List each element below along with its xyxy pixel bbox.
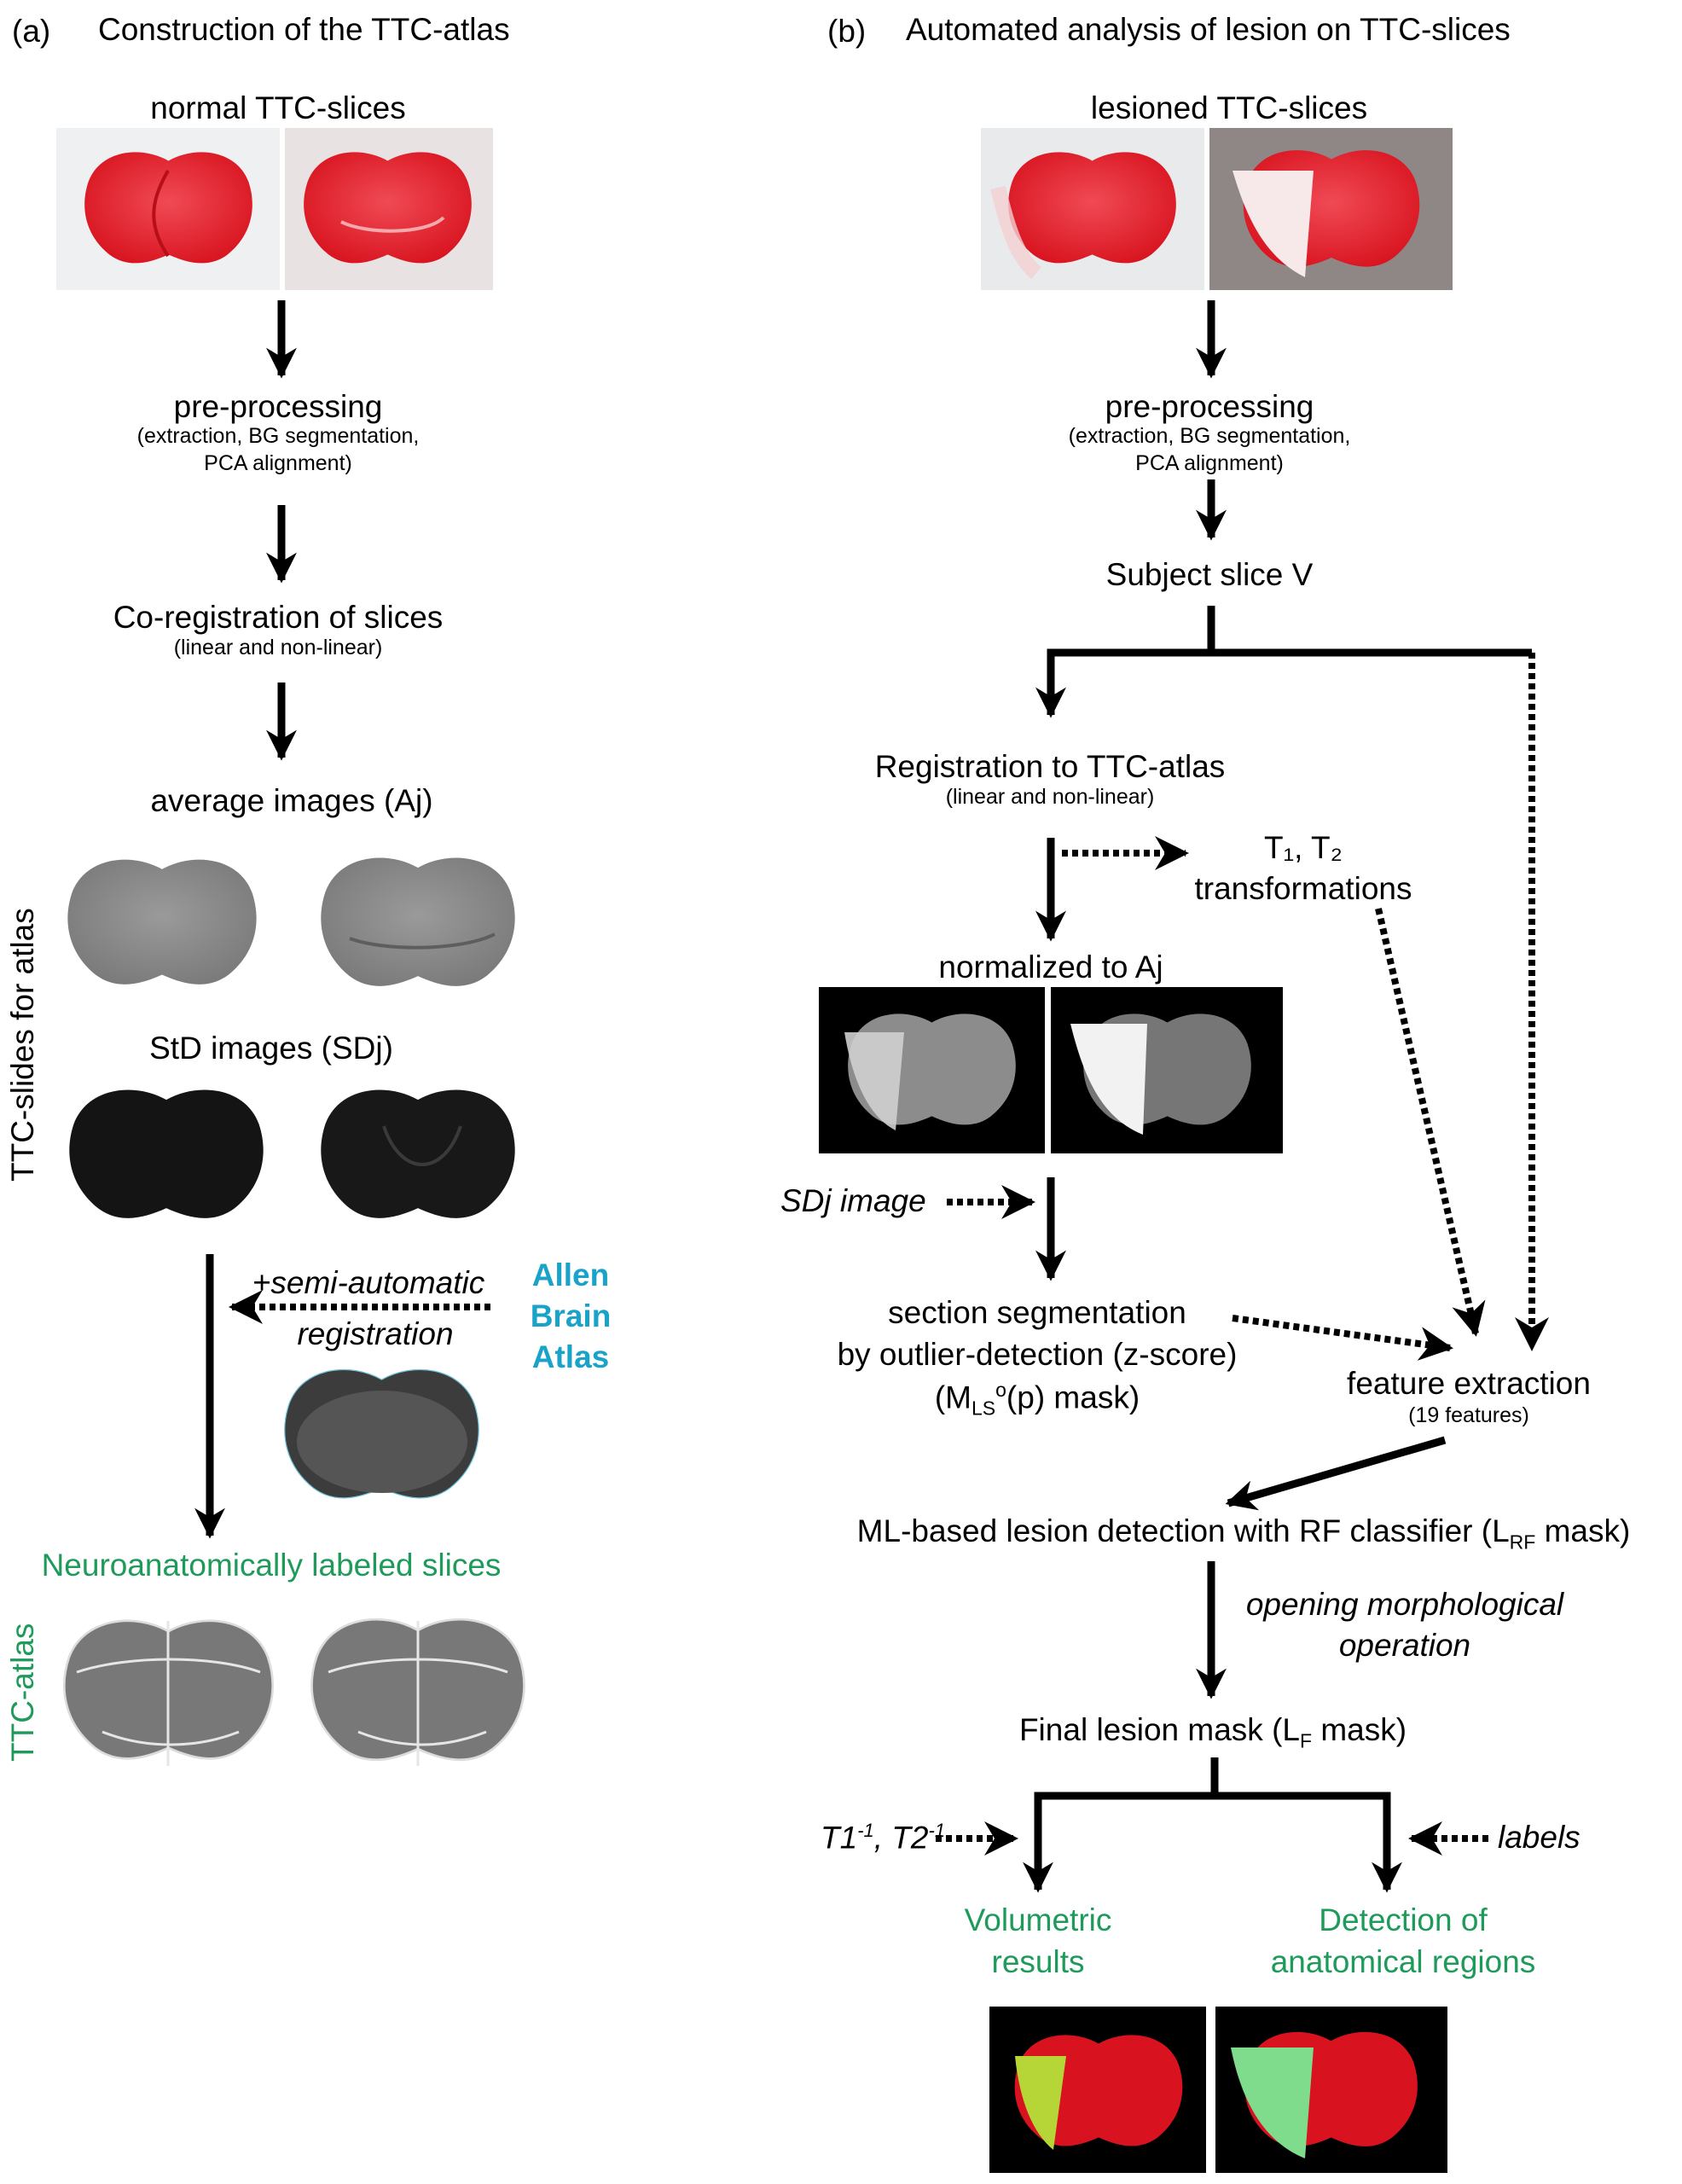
registration-detail: (linear and non-linear) bbox=[945, 785, 1155, 809]
final-mask-label: Final lesion mask (LF mask) bbox=[1018, 1712, 1407, 1752]
normalized-images bbox=[819, 987, 1283, 1153]
segmentation-label-1: section segmentation bbox=[888, 1295, 1186, 1330]
lesioned-slices-label: lesioned TTC-slices bbox=[1090, 90, 1368, 125]
b-preprocessing-label: pre-processing bbox=[1105, 389, 1314, 424]
detection-label-2: anatomical regions bbox=[1270, 1944, 1536, 1979]
std-images-label: StD images (SDj) bbox=[149, 1031, 393, 1066]
feature-extraction-label: feature extraction bbox=[1347, 1366, 1591, 1401]
lesioned-ttc-slices-image bbox=[981, 128, 1453, 290]
transformations-label-1: T₁, T₂ bbox=[1264, 830, 1343, 865]
a-preprocessing-detail-1: (extraction, BG segmentation, bbox=[136, 424, 420, 448]
registration-to-atlas-label: Registration to TTC-atlas bbox=[874, 749, 1226, 784]
sdj-image-label: SDj image bbox=[780, 1183, 926, 1218]
a-preprocessing-label: pre-processing bbox=[173, 389, 383, 424]
semi-automatic-label: +semi-automatic bbox=[252, 1265, 485, 1300]
panel-a-title: Construction of the TTC-atlas bbox=[98, 12, 510, 47]
segmentation-label-2: by outlier-detection (z-score) bbox=[837, 1337, 1238, 1372]
opening-label-1: opening morphological bbox=[1245, 1587, 1564, 1622]
features-detail: (19 features) bbox=[1408, 1403, 1529, 1427]
panel-a-arrows bbox=[194, 300, 490, 1539]
panel-b-letter: (b) bbox=[827, 14, 867, 49]
ml-detection-label: ML-based lesion detection with RF classi… bbox=[856, 1513, 1631, 1554]
normal-ttc-slices-image bbox=[56, 128, 493, 290]
allen-label: Allen bbox=[531, 1258, 610, 1292]
registration-label: registration bbox=[297, 1316, 454, 1351]
panel-b-title: Automated analysis of lesion on TTC-slic… bbox=[906, 12, 1511, 47]
std-images bbox=[69, 1089, 515, 1218]
inverse-transforms-label: T1-1, T2-1 bbox=[821, 1820, 946, 1856]
atlas-label-blue: Atlas bbox=[531, 1339, 610, 1374]
normalized-label: normalized to Aj bbox=[938, 950, 1163, 985]
panel-a-letter: (a) bbox=[12, 14, 51, 49]
coregistration-label: Co-registration of slices bbox=[113, 600, 444, 635]
a-preprocessing-detail-2: PCA alignment) bbox=[204, 451, 352, 475]
average-images-label: average images (Aj) bbox=[150, 783, 433, 818]
volumetric-label-1: Volumetric bbox=[964, 1902, 1112, 1937]
labeled-atlas-slices bbox=[62, 1618, 525, 1766]
panel-b-arrows bbox=[936, 300, 1549, 1893]
labels-label: labels bbox=[1498, 1820, 1580, 1855]
allen-landmark-image bbox=[284, 1368, 479, 1499]
result-images bbox=[989, 2007, 1447, 2173]
normal-slices-label: normal TTC-slices bbox=[150, 90, 406, 125]
subject-slice-label: Subject slice V bbox=[1105, 557, 1314, 592]
labeled-slices-label: Neuroanatomically labeled slices bbox=[41, 1548, 502, 1583]
b-preprocessing-detail-1: (extraction, BG segmentation, bbox=[1068, 424, 1351, 448]
opening-label-2: operation bbox=[1338, 1628, 1471, 1663]
transformations-label-2: transformations bbox=[1194, 871, 1412, 906]
b-preprocessing-detail-2: PCA alignment) bbox=[1135, 451, 1284, 475]
detection-label-1: Detection of bbox=[1319, 1902, 1488, 1937]
volumetric-label-2: results bbox=[991, 1944, 1085, 1979]
coregistration-detail: (linear and non-linear) bbox=[173, 636, 383, 659]
brain-label: Brain bbox=[530, 1298, 612, 1333]
average-images bbox=[67, 857, 515, 986]
segmentation-label-3: (MLSo(p) mask) bbox=[934, 1379, 1140, 1420]
